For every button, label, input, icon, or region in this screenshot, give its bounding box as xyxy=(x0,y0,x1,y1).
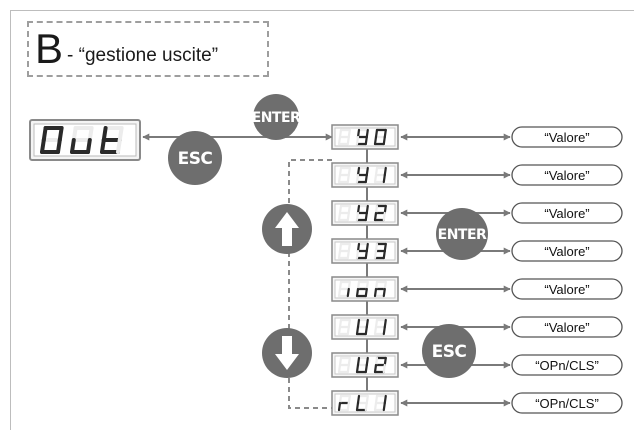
seven-segment-digit xyxy=(373,204,387,222)
frame-border-top xyxy=(10,10,634,11)
seven-segment-digit xyxy=(337,242,351,260)
section-title-text: - “gestione uscite” xyxy=(67,45,219,66)
seven-segment-digit xyxy=(355,394,369,412)
seven-segment-digit xyxy=(337,204,351,222)
menu-display[interactable] xyxy=(331,314,399,340)
menu-display[interactable] xyxy=(331,390,399,416)
value-pill-label: “Valore” xyxy=(544,168,589,183)
menu-row: “OPn/CLS” xyxy=(331,352,623,378)
seven-segment-digit xyxy=(373,128,387,146)
menu-row: “Valore” xyxy=(331,238,623,264)
seven-segment-digit xyxy=(373,166,387,184)
seven-segment-digit xyxy=(355,242,369,260)
seven-segment-digit xyxy=(373,242,387,260)
arrow-down-icon xyxy=(275,336,299,370)
frame-border-left xyxy=(10,10,11,430)
main-display xyxy=(29,119,141,161)
menu-rows: “Valore” “Valore” “Valore” “Valore” “Valore”… xyxy=(331,124,623,416)
value-pill[interactable]: “Valore” xyxy=(511,240,623,262)
value-pill-label: “OPn/CLS” xyxy=(535,396,599,411)
menu-row: “OPn/CLS” xyxy=(331,390,623,416)
seven-segment-digit xyxy=(100,126,124,154)
menu-row: “Valore” xyxy=(331,162,623,188)
value-pill[interactable]: “Valore” xyxy=(511,164,623,186)
seven-segment-digit xyxy=(40,126,64,154)
value-pill[interactable]: “OPn/CLS” xyxy=(511,354,623,376)
value-pill[interactable]: “Valore” xyxy=(511,278,623,300)
menu-display[interactable] xyxy=(331,276,399,302)
menu-display[interactable] xyxy=(331,162,399,188)
seven-segment-digit xyxy=(355,280,369,298)
loop-dashed-line xyxy=(288,159,332,409)
seven-segment-digit xyxy=(355,166,369,184)
seven-segment-digit xyxy=(337,280,351,298)
enter-button-top-label: ENTER xyxy=(252,110,301,126)
value-pill-label: “Valore” xyxy=(544,206,589,221)
seven-segment-digit xyxy=(337,166,351,184)
value-pill[interactable]: “Valore” xyxy=(511,316,623,338)
seven-segment-digit xyxy=(373,318,387,336)
seven-segment-digit xyxy=(373,356,387,374)
value-pill-label: “Valore” xyxy=(544,130,589,145)
value-pill[interactable]: “OPn/CLS” xyxy=(511,392,623,414)
menu-row: “Valore” xyxy=(331,314,623,340)
esc-button-left[interactable]: ESC xyxy=(168,131,222,185)
seven-segment-digit xyxy=(337,128,351,146)
seven-segment-digit xyxy=(355,128,369,146)
menu-row: “Valore” xyxy=(331,124,623,150)
seven-segment-digit xyxy=(373,280,387,298)
enter-button-middle-label: ENTER xyxy=(438,227,487,243)
section-letter: B xyxy=(35,25,64,72)
arrow-up-button[interactable] xyxy=(262,204,312,254)
value-pill-label: “OPn/CLS” xyxy=(535,358,599,373)
seven-segment-digit xyxy=(373,394,387,412)
seven-segment-digit xyxy=(355,356,369,374)
menu-display[interactable] xyxy=(331,200,399,226)
seven-segment-digit xyxy=(70,126,94,154)
value-pill-label: “Valore” xyxy=(544,244,589,259)
enter-button-top[interactable]: ENTER xyxy=(252,94,302,140)
main-display-digits xyxy=(40,126,124,154)
menu-display[interactable] xyxy=(331,238,399,264)
value-pill[interactable]: “Valore” xyxy=(511,126,623,148)
esc-button-right[interactable]: ESC xyxy=(422,324,476,378)
menu-display[interactable] xyxy=(331,352,399,378)
esc-button-right-label: ESC xyxy=(432,342,467,362)
seven-segment-digit xyxy=(337,394,351,412)
menu-row: “Valore” xyxy=(331,200,623,226)
section-title: B - “gestione uscite” xyxy=(27,21,269,77)
seven-segment-digit xyxy=(355,318,369,336)
arrow-down-button[interactable] xyxy=(262,328,312,378)
enter-button-middle[interactable]: ENTER xyxy=(436,208,488,260)
value-pill-label: “Valore” xyxy=(544,282,589,297)
seven-segment-digit xyxy=(337,356,351,374)
menu-display[interactable] xyxy=(331,124,399,150)
value-pill-label: “Valore” xyxy=(544,320,589,335)
esc-button-left-label: ESC xyxy=(178,149,213,169)
value-pill[interactable]: “Valore” xyxy=(511,202,623,224)
arrow-up-icon xyxy=(275,212,299,246)
menu-row: “Valore” xyxy=(331,276,623,302)
seven-segment-digit xyxy=(355,204,369,222)
seven-segment-digit xyxy=(337,318,351,336)
